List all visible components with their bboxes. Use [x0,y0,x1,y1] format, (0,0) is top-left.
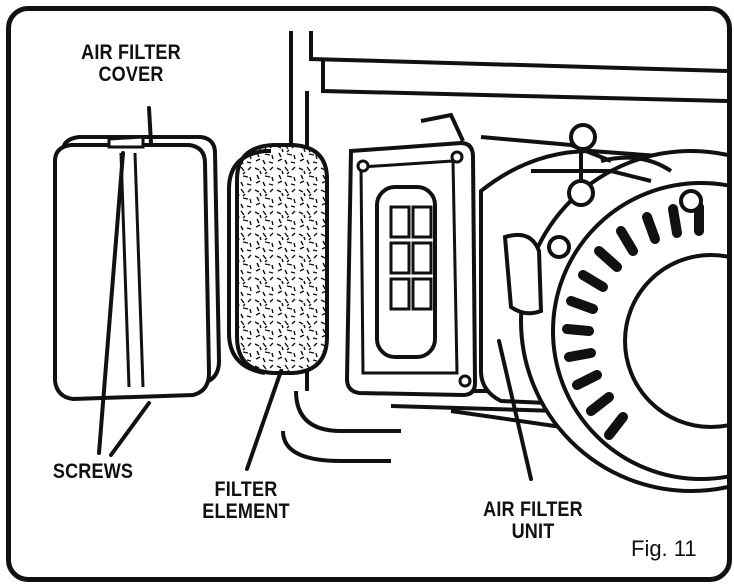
screw-leader-1 [97,151,125,455]
air-filter-unit-shape [344,140,478,398]
recoil-starter-shape [479,148,727,493]
callout-lines [97,106,533,481]
choke-linkage-shape [420,112,673,207]
air-filter-cover-label-line1: AIR FILTER [81,41,181,64]
air-filter-unit-label-line2: UNIT [511,520,555,543]
filter-element-label: FILTER ELEMENT [190,479,302,523]
filter-element-shape [227,143,329,375]
air-filter-cover-shape [53,135,222,402]
filter-element-leader [245,369,283,471]
cover-leader [147,106,153,145]
filter-element-label-line1: FILTER [214,478,278,501]
figure-frame: AIR FILTER COVER SCREWS FILTER ELEMENT A… [6,6,732,582]
screws-label: SCREWS [52,460,134,483]
air-filter-unit-label-line1: AIR FILTER [483,498,583,521]
filter-element-label-line2: ELEMENT [202,500,290,523]
screw-leader-2 [109,401,151,457]
generator-illustration [53,31,727,493]
air-filter-unit-label: AIR FILTER UNIT [473,499,593,543]
air-filter-cover-label-line2: COVER [98,63,164,86]
figure-number: Fig. 11 [631,536,697,561]
air-filter-cover-label: AIR FILTER COVER [75,42,187,86]
air-filter-unit-leader [497,339,533,481]
